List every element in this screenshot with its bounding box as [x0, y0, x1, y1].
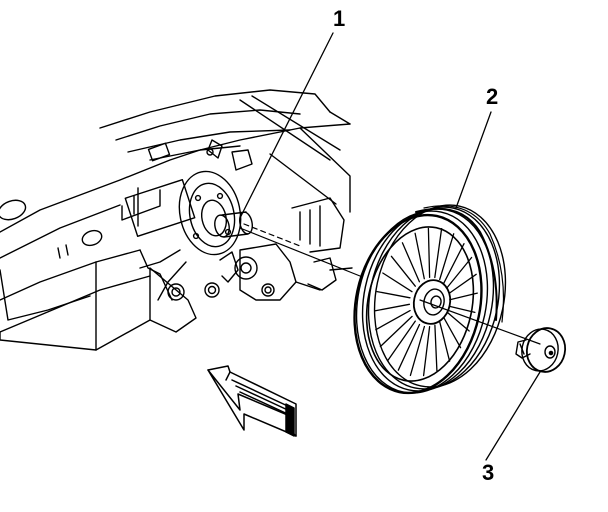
pulley-spoke [397, 323, 421, 371]
callout-2-label: 2 [486, 84, 499, 109]
center-line [239, 223, 541, 345]
pulley-spoke [449, 292, 478, 301]
pulley-spoke [379, 315, 413, 348]
pulley-spoke [446, 311, 470, 332]
pulley-bolt [515, 327, 567, 373]
pulley-spoke [439, 321, 451, 362]
pulley-spoke [448, 273, 477, 295]
leader-line-3 [485, 371, 541, 461]
leader-lines [239, 32, 541, 461]
direction-arrow [207, 365, 297, 437]
front-cover [139, 170, 242, 333]
callout-3-label: 3 [482, 460, 495, 485]
pulley-spoke [390, 255, 416, 287]
pulley-spoke [374, 303, 411, 312]
pulley-spoke [382, 272, 413, 293]
pulley-spoke [439, 233, 455, 281]
pulley-spoke [427, 227, 431, 278]
pulley-spoke [446, 256, 473, 289]
pulley-spoke [414, 232, 425, 280]
leader-line-1 [239, 32, 334, 219]
pulley-spoke [375, 309, 411, 331]
pulley-spoke [434, 324, 438, 372]
pulley-spoke [443, 317, 462, 349]
pulley-spoke [422, 326, 431, 377]
pulley [353, 204, 507, 395]
pulley-spoke [443, 243, 465, 284]
callout-1-label: 1 [333, 6, 346, 31]
pulley-spoke [387, 320, 416, 361]
pulley-spoke [409, 325, 426, 377]
crankshaft-hub [214, 211, 253, 238]
leader-line-2 [455, 111, 492, 209]
pulley-spoke [401, 242, 421, 283]
engine-brackets [124, 179, 353, 301]
pulley-spoke [434, 227, 443, 279]
engine-block [0, 89, 351, 351]
pulley-spoke [376, 290, 411, 299]
pulley-spoke [448, 305, 476, 314]
